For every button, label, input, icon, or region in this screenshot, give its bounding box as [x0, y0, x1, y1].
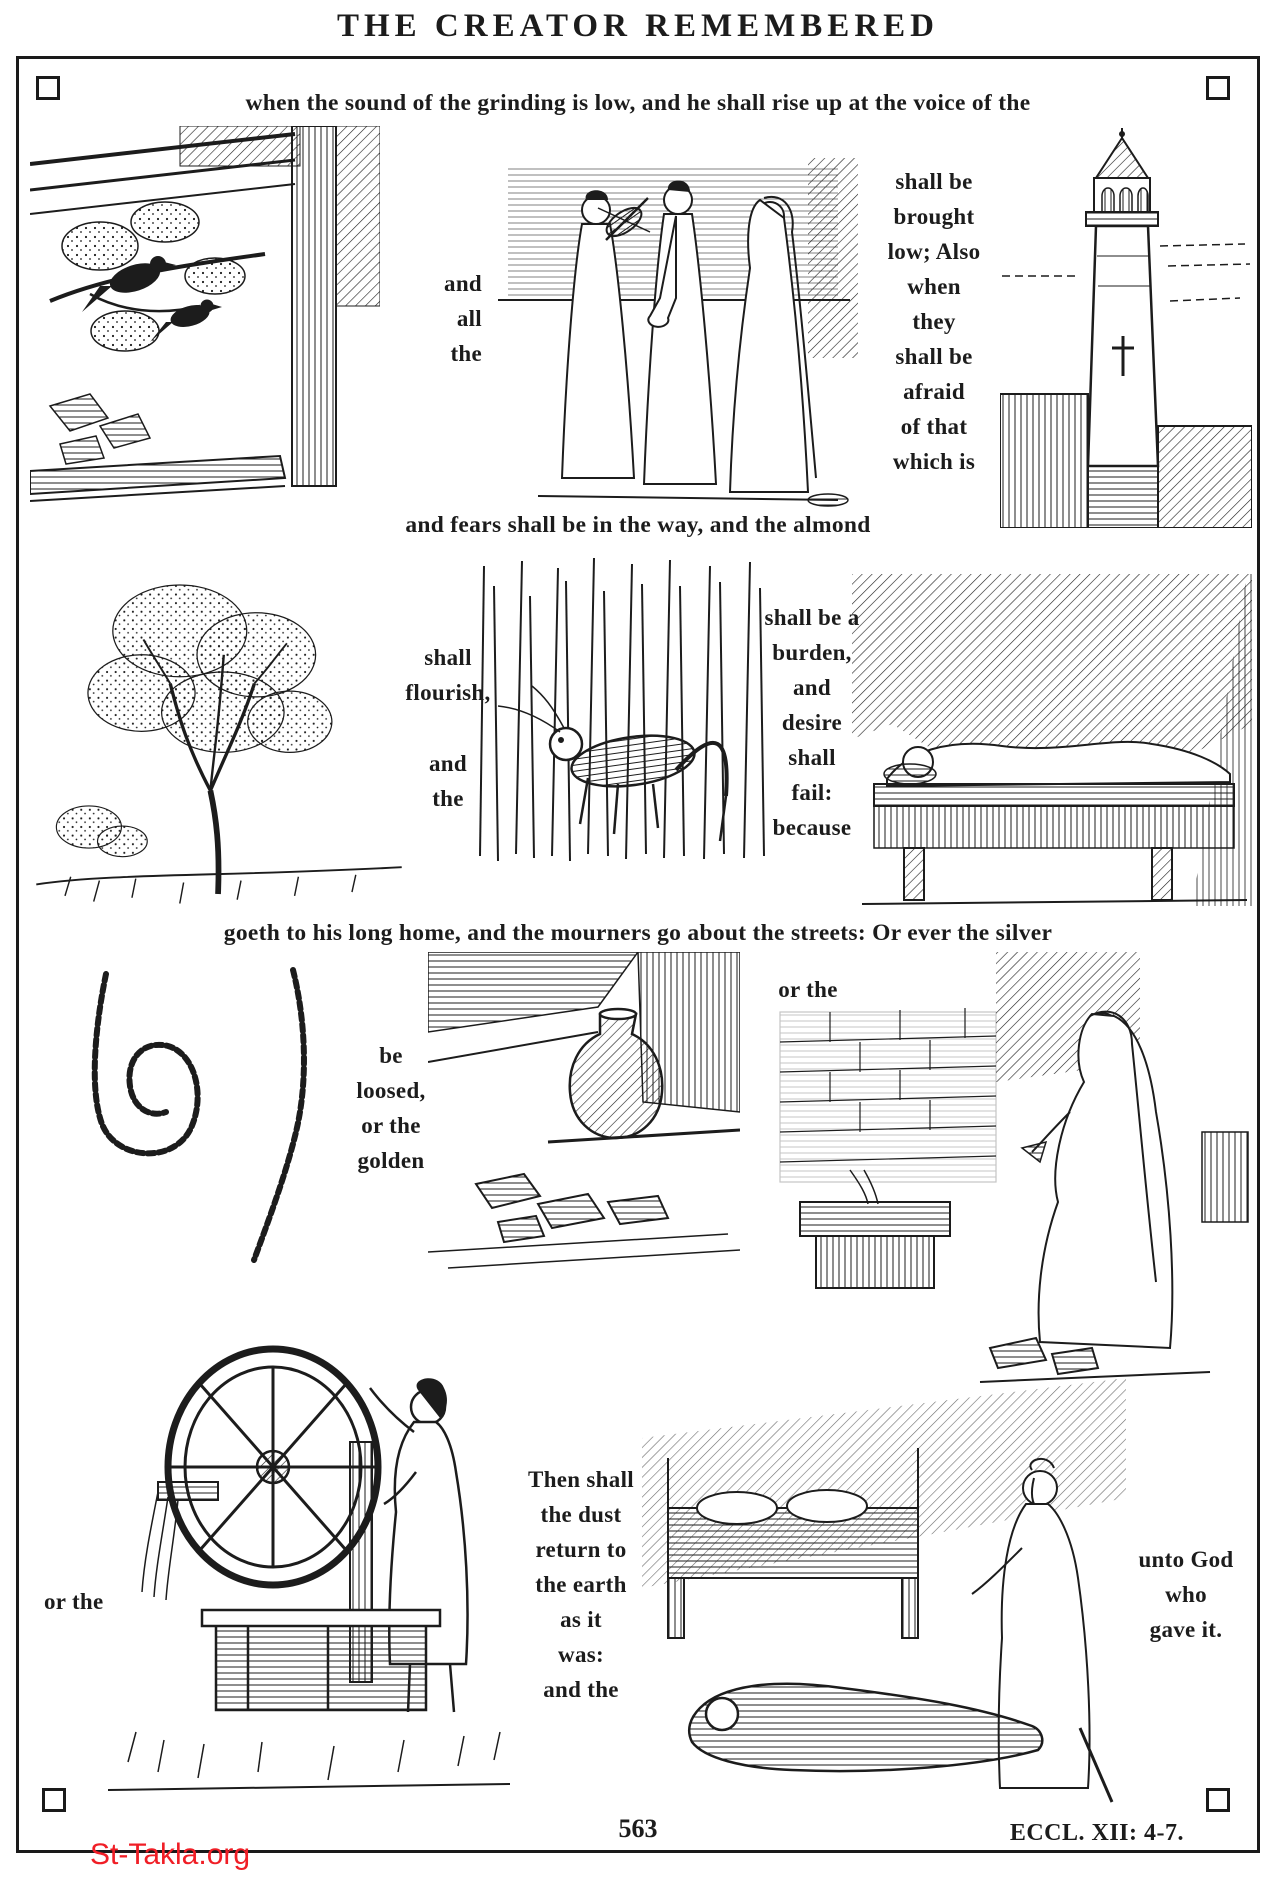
silver-cord-illustration — [68, 962, 320, 1270]
verse-fragment-or-the-fountain: or the — [778, 977, 838, 1002]
verse-fragment-brought-low: shall be brought low; Also when they sha… — [887, 169, 981, 474]
grasshopper-illustration — [468, 556, 780, 874]
verse-fragment-or-the-wheel: or the — [44, 1589, 104, 1614]
deathbed-drawing — [852, 574, 1252, 906]
golden-bowl-drawing — [428, 952, 740, 1269]
verse-fragment-burden: shall be a burden, and desire shall fail… — [764, 605, 860, 840]
deathbed-illustration — [852, 574, 1252, 906]
spirit-returning-drawing — [642, 1378, 1126, 1803]
wheel-cistern-illustration — [98, 1292, 520, 1800]
birds-at-window-drawing — [30, 126, 380, 502]
daughters-of-music-illustration — [478, 148, 870, 508]
golden-bowl-illustration — [428, 952, 740, 1274]
corner-ornament-top-left — [36, 76, 60, 100]
corner-ornament-bottom-left — [42, 1788, 66, 1812]
page-title: THE CREATOR REMEMBERED — [336, 8, 939, 44]
watermark-st-takla: St-Takla.org — [90, 1838, 251, 1871]
page-border-frame — [16, 56, 1260, 1853]
silver-cord-drawing — [91, 967, 307, 1263]
wheel-cistern-drawing — [107, 1345, 511, 1791]
scripture-reference: ECCL. XII: 4-7. — [1009, 1820, 1184, 1846]
verse-fragment-shall-flourish: shall flourish, — [405, 645, 491, 705]
corner-ornament-bottom-right — [1206, 1788, 1230, 1812]
verse-fragment-and-all-the: and all the — [444, 271, 482, 366]
grasshopper-drawing — [479, 557, 765, 862]
verse-fragment-then-shall: Then shall the dust return to the earth … — [528, 1467, 634, 1702]
fountain-woman-illustration — [740, 952, 1252, 1388]
verse-line-grinding: when the sound of the grinding is low, a… — [245, 90, 1031, 116]
high-tower-drawing — [1000, 128, 1252, 528]
verse-fragment-unto-god: unto God who gave it. — [1138, 1547, 1234, 1642]
verse-line-mourners: goeth to his long home, and the mourners… — [223, 920, 1053, 946]
spirit-returning-illustration — [642, 1378, 1126, 1810]
birds-at-window-illustration — [30, 126, 380, 504]
corner-ornament-top-right — [1206, 76, 1230, 100]
fountain-woman-drawing — [779, 952, 1249, 1383]
verse-fragment-be-loosed: be loosed, or the golden — [356, 1043, 426, 1173]
verse-line-almond: and fears shall be in the way, and the a… — [405, 512, 871, 538]
almond-tree-drawing — [36, 584, 402, 904]
high-tower-illustration — [1000, 126, 1252, 528]
daughters-of-music-drawing — [498, 158, 858, 507]
page-number: 563 — [618, 1814, 658, 1843]
almond-tree-illustration — [28, 540, 410, 915]
verse-fragment-and-the: and the — [429, 751, 467, 811]
